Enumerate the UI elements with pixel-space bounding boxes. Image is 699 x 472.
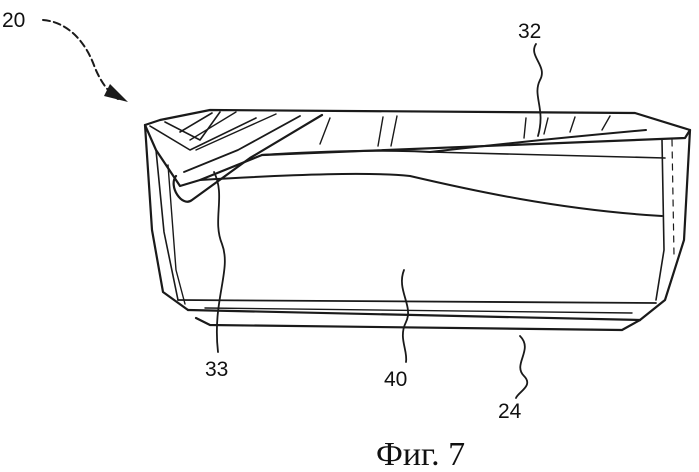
- top-hatch-7: [524, 118, 526, 138]
- top-hatch-1: [378, 117, 383, 146]
- left-edge: [145, 125, 188, 310]
- left-inner-edge-1: [156, 150, 178, 300]
- figure-caption: Фиг. 7: [376, 436, 465, 472]
- cutting-insert: [145, 110, 690, 330]
- top-hatch-4: [544, 118, 548, 134]
- bottom-edge-mid: [178, 300, 656, 303]
- ridge-33: [174, 115, 322, 202]
- top-hatch-3: [320, 118, 330, 144]
- label-20: 20: [2, 9, 25, 32]
- bottom-edge-upper: [188, 310, 640, 320]
- leader-40: [402, 270, 408, 362]
- leader-24: [516, 336, 527, 398]
- label-24: 24: [498, 400, 522, 423]
- label-33: 33: [205, 358, 228, 381]
- right-inner-edge: [656, 140, 664, 300]
- right-dashed-edge: [672, 140, 674, 255]
- top-hatch-2: [391, 116, 397, 146]
- slope-line-lower: [200, 174, 662, 216]
- label-40: 40: [384, 368, 407, 391]
- top-hatch-5: [570, 117, 575, 132]
- groove-line-5: [196, 114, 276, 150]
- top-hatch-6: [602, 116, 610, 130]
- leader-20: [43, 20, 118, 99]
- bottom-edge-lower: [196, 318, 640, 330]
- arrowhead-20: [104, 84, 128, 102]
- slope-line-mid: [430, 152, 665, 158]
- label-32: 32: [518, 20, 541, 43]
- leader-32: [534, 44, 542, 136]
